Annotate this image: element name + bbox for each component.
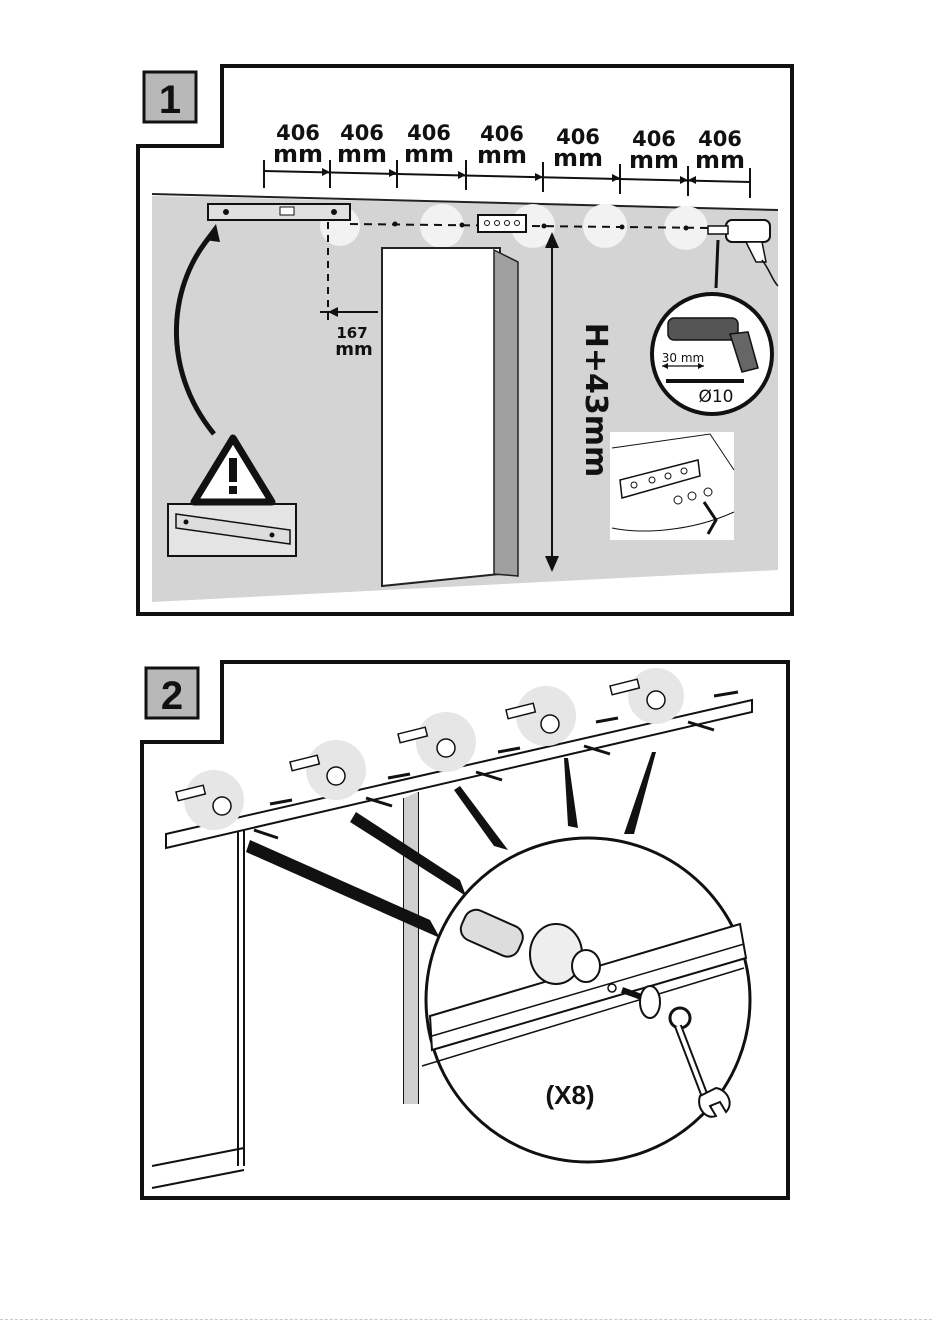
drill-detail-callout: 30 mm Ø10	[652, 294, 772, 414]
spacing-unit-2: mm	[337, 140, 387, 168]
zoom-detail-callout: (X8)	[422, 838, 750, 1162]
spacing-labels: 406 mm 406 mm 406 mm 406 mm 406 mm 406 m…	[273, 121, 745, 174]
height-label: H+43mm	[578, 323, 613, 478]
door-frame	[494, 250, 518, 576]
page-bottom-edge	[0, 1319, 932, 1320]
spacing-unit-6: mm	[629, 146, 679, 174]
bracket-fixing-detail	[610, 432, 734, 540]
offset-unit: mm	[335, 339, 373, 360]
step-1-panel: 406 mm 406 mm 406 mm 406 mm 406 mm 406 m…	[138, 66, 792, 614]
step-1-number: 1	[159, 78, 181, 122]
spacing-unit-4: mm	[477, 141, 527, 169]
drill-depth-label: 30 mm	[662, 351, 704, 365]
spacing-unit-1: mm	[273, 140, 323, 168]
door-frame	[152, 792, 418, 1188]
mounting-bracket	[478, 215, 526, 232]
spacing-unit-5: mm	[553, 144, 603, 172]
drill-diameter-label: Ø10	[698, 387, 733, 407]
door-opening	[382, 248, 500, 586]
step-2-panel: (X8) 2	[142, 662, 788, 1198]
step-2-number: 2	[161, 674, 183, 718]
spacing-unit-3: mm	[404, 140, 454, 168]
spacing-unit-7: mm	[695, 146, 745, 174]
anchor-highlights	[184, 668, 684, 830]
quantity-label: (X8)	[545, 1080, 594, 1110]
spirit-level-icon	[208, 204, 350, 220]
